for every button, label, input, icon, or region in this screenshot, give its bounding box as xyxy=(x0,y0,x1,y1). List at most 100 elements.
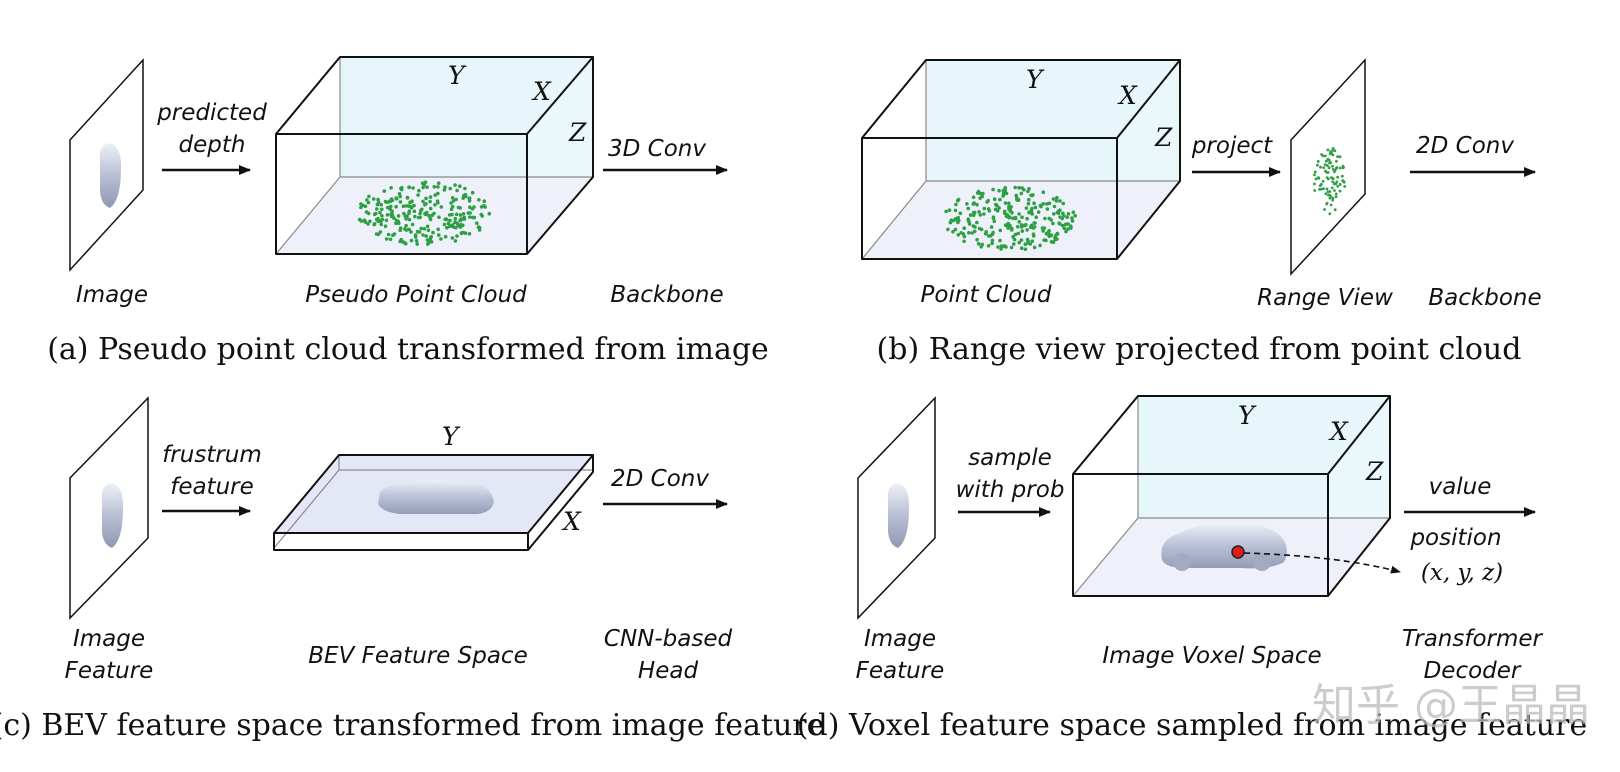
point xyxy=(956,233,961,237)
point xyxy=(374,211,378,216)
point xyxy=(371,197,376,201)
point xyxy=(1001,194,1005,198)
point xyxy=(480,214,485,218)
point xyxy=(1338,189,1342,193)
point xyxy=(1030,206,1034,211)
point xyxy=(953,227,958,232)
point xyxy=(409,230,413,234)
point xyxy=(1331,147,1335,150)
point xyxy=(383,199,388,204)
point xyxy=(1066,222,1070,226)
arrow1-label-line1: predicted xyxy=(156,100,267,126)
label-transformer-decoder-line2: Decoder xyxy=(1424,658,1522,684)
point xyxy=(436,181,441,185)
point xyxy=(990,238,995,243)
point xyxy=(421,233,425,237)
point xyxy=(1054,199,1059,203)
point xyxy=(967,231,971,235)
point xyxy=(424,234,429,238)
point xyxy=(1008,215,1012,220)
arrow1-label-line1: sample xyxy=(968,445,1052,471)
point xyxy=(410,222,415,227)
point xyxy=(477,225,481,229)
point xyxy=(466,211,471,215)
point xyxy=(412,209,417,214)
point xyxy=(1007,205,1011,209)
axis-x-label: X xyxy=(531,77,552,106)
point xyxy=(426,242,430,246)
point xyxy=(1320,182,1323,186)
point xyxy=(407,227,411,232)
point xyxy=(482,199,487,203)
point xyxy=(997,188,1001,193)
point xyxy=(407,209,412,213)
point xyxy=(1045,207,1050,211)
point xyxy=(1039,204,1043,209)
point xyxy=(1338,155,1342,159)
point xyxy=(404,204,409,208)
point xyxy=(1019,238,1024,242)
axis-x-label: X xyxy=(1117,81,1138,110)
point xyxy=(1328,212,1332,216)
point xyxy=(450,204,455,209)
point xyxy=(472,205,476,209)
arrow1-label-line1: frustrum xyxy=(162,442,262,468)
point xyxy=(991,187,995,192)
point xyxy=(468,215,472,219)
point xyxy=(1317,176,1321,180)
point xyxy=(450,223,455,227)
point xyxy=(437,233,441,237)
point xyxy=(1016,231,1021,236)
axis-y-label: Y xyxy=(1026,65,1045,94)
label-image-voxel-space: Image Voxel Space xyxy=(1102,643,1321,669)
point xyxy=(1342,166,1345,169)
point xyxy=(399,186,403,191)
point xyxy=(1324,169,1327,173)
point xyxy=(386,232,391,237)
point xyxy=(411,186,415,190)
point xyxy=(451,199,456,203)
point-cloud xyxy=(944,185,1077,251)
point xyxy=(389,204,393,209)
point xyxy=(975,220,979,225)
point xyxy=(448,224,452,229)
point xyxy=(973,225,977,229)
point xyxy=(468,205,472,209)
point xyxy=(394,218,399,223)
point xyxy=(1043,216,1047,221)
point xyxy=(1326,177,1330,181)
point xyxy=(954,202,958,207)
point xyxy=(1316,160,1320,163)
point xyxy=(989,225,994,229)
point xyxy=(975,202,979,207)
point xyxy=(368,219,372,224)
point xyxy=(973,229,977,234)
point xyxy=(415,229,420,234)
point xyxy=(425,238,430,242)
arrow2-label: 2D Conv xyxy=(611,466,709,492)
point xyxy=(1012,237,1017,242)
point xyxy=(412,203,416,208)
point xyxy=(1013,185,1017,190)
point xyxy=(1342,180,1346,184)
point xyxy=(467,196,472,200)
point xyxy=(971,195,976,200)
point xyxy=(1033,205,1038,210)
point xyxy=(450,212,454,217)
point xyxy=(1019,191,1024,196)
point xyxy=(992,219,997,224)
point xyxy=(375,207,379,211)
axis-z-label: Z xyxy=(568,118,587,147)
point xyxy=(1052,212,1056,216)
point xyxy=(1329,161,1333,165)
point xyxy=(444,217,448,221)
point xyxy=(1336,184,1340,188)
point xyxy=(1016,198,1020,202)
point xyxy=(1052,204,1057,209)
point xyxy=(470,215,475,220)
point xyxy=(992,197,997,201)
point xyxy=(966,219,971,223)
caption-d: (d) Voxel feature space sampled from ima… xyxy=(797,708,1587,743)
point xyxy=(982,212,986,216)
point xyxy=(461,223,465,228)
